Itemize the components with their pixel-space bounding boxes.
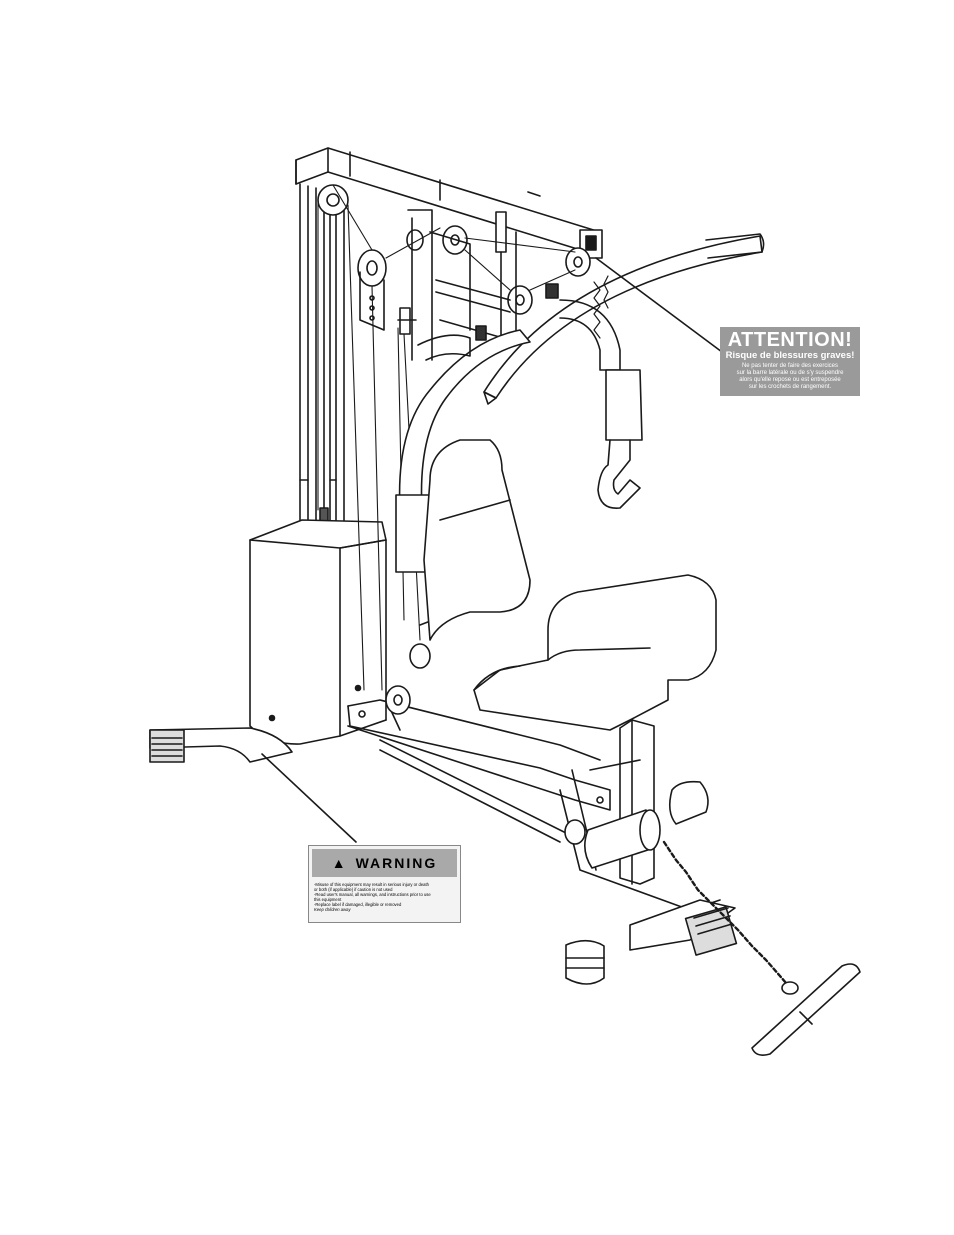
lower-pulleys (385, 643, 586, 845)
attention-label-text: Ne pas tenter de faire des exercices sur… (720, 363, 860, 391)
warning-leader-line (261, 753, 357, 843)
attention-label-subtitle: Risque de blessures graves! (725, 350, 855, 361)
ankle-strap (565, 939, 605, 985)
warning-label-line: this equipment (314, 897, 342, 902)
warning-label: ▲ WARNING -Misuse of this equipment may … (308, 845, 461, 923)
upper-pulleys (317, 184, 591, 331)
warning-label-line: or both (if applicable) if caution is no… (314, 887, 393, 892)
weight-stack-guide-rods (299, 183, 345, 527)
warning-label-line: -Read user's manual, all warnings, and i… (314, 892, 431, 897)
attention-label: ATTENTION! Risque de blessures graves! N… (720, 327, 860, 396)
lat-bar (483, 233, 765, 405)
attention-label-line: alors qu'elle repose ou est entreposée (739, 377, 841, 383)
weight-stack-shroud (249, 519, 387, 745)
front-foot (629, 899, 738, 956)
warning-label-title: WARNING (355, 855, 438, 871)
warning-label-header: ▲ WARNING (312, 849, 457, 877)
attention-label-line: Ne pas tenter de faire des exercices (741, 363, 839, 369)
attention-label-line: sur la barre latérale ou de s'y suspendr… (736, 370, 844, 376)
cables (317, 184, 576, 691)
chain-and-handle (662, 840, 861, 1056)
warning-label-text: -Misuse of this equipment may result in … (309, 880, 460, 912)
warning-label-footer: Keep children away (314, 907, 351, 912)
warning-label-line: -Misuse of this equipment may result in … (314, 882, 429, 887)
left-foot-extension (149, 727, 293, 763)
top-frame-beam (295, 147, 603, 259)
warning-triangle-icon: ▲ (331, 855, 346, 871)
leg-rollers (584, 780, 709, 869)
central-column (397, 209, 559, 361)
top-chain (593, 275, 609, 339)
base-frame (347, 699, 611, 843)
attention-label-title: ATTENTION! (727, 329, 853, 351)
attention-leader-line (595, 257, 723, 353)
seat-pad (473, 574, 717, 731)
attention-label-line: sur les crochets de rangement. (748, 384, 832, 390)
warning-label-line: -Replace label if damaged, illegible or … (314, 902, 402, 907)
back-pad (423, 439, 531, 641)
press-arm-hook (559, 299, 643, 509)
